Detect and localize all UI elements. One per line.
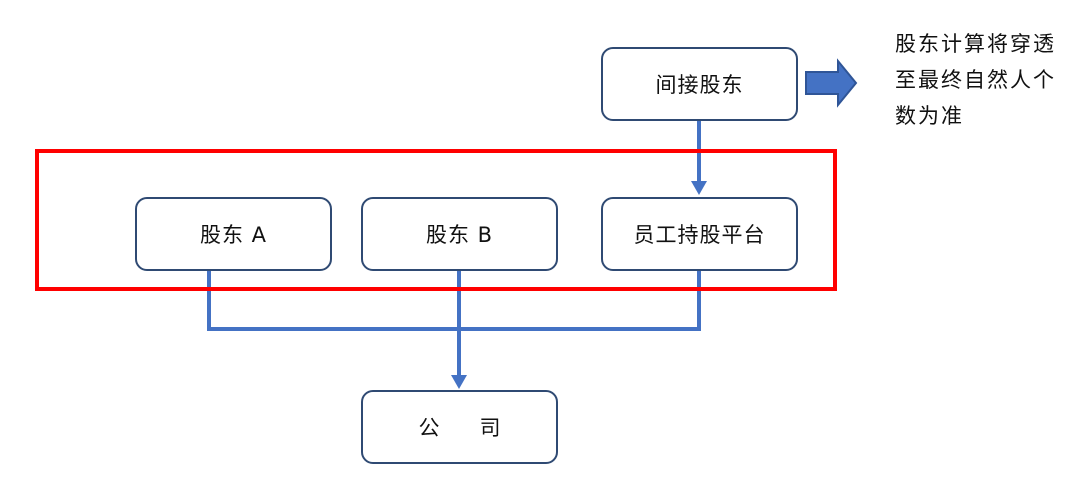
- node-shareholder-a: 股东 A: [135, 197, 332, 271]
- node-employee-platform-label: 员工持股平台: [633, 223, 766, 247]
- node-indirect-shareholder: 间接股东: [601, 47, 798, 121]
- node-indirect-shareholder-label: 间接股东: [655, 73, 744, 97]
- penetration-note: 股东计算将穿透至最终自然人个数为准: [895, 32, 1056, 128]
- merge-bracket: [207, 271, 701, 331]
- node-company-label: 公 司: [418, 416, 501, 440]
- highlight-frame: [35, 149, 837, 291]
- callout-arrow: [805, 58, 858, 108]
- node-shareholder-b: 股东 B: [361, 197, 558, 271]
- node-employee-platform: 员工持股平台: [601, 197, 798, 271]
- arrow-to-company: [451, 329, 467, 389]
- node-shareholder-b-label: 股东 B: [425, 223, 494, 247]
- node-company: 公 司: [361, 390, 558, 464]
- node-shareholder-a-label: 股东 A: [199, 223, 268, 247]
